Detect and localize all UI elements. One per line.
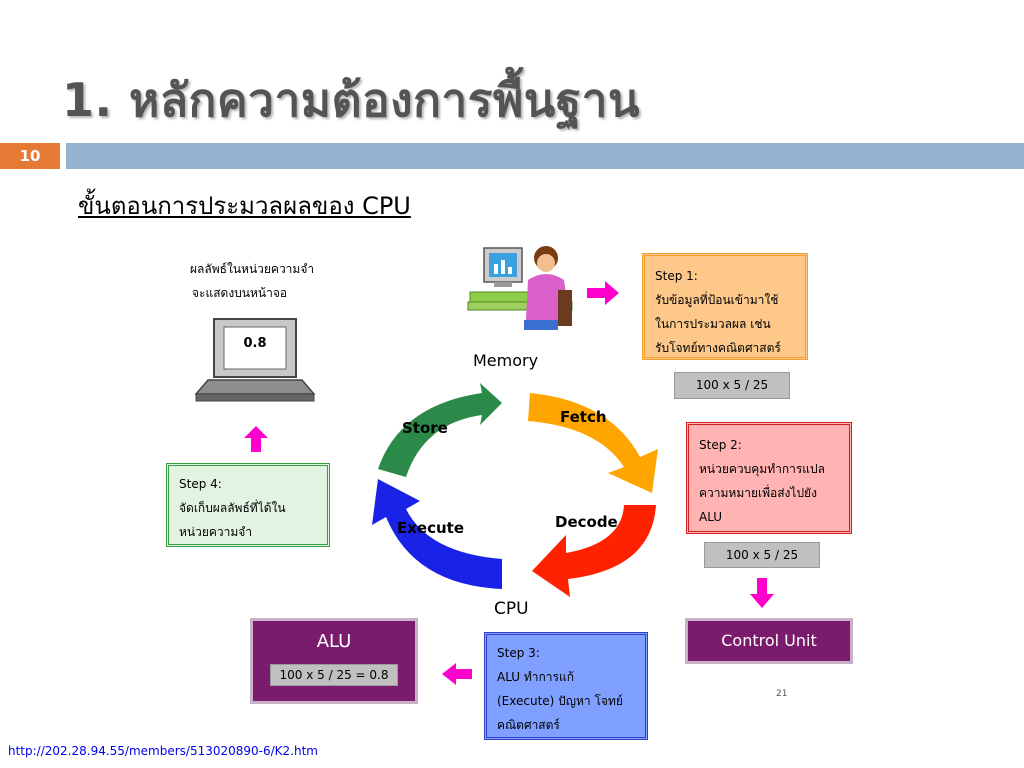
right-arrow-icon bbox=[587, 281, 619, 305]
page-mark: 21 bbox=[776, 689, 788, 699]
person-at-computer-icon bbox=[467, 246, 573, 330]
cycle-diagram bbox=[372, 383, 658, 597]
execute-label: Execute bbox=[397, 519, 465, 537]
display-note-line-2: จะแสดงบนหน้าจอ bbox=[192, 286, 288, 300]
down-arrow-icon bbox=[750, 578, 774, 608]
slide-number-box bbox=[0, 143, 60, 169]
execute-arrow bbox=[372, 479, 502, 589]
monitor-value: 0.8 bbox=[243, 336, 267, 351]
step4-line-2: หน่วยความจำ bbox=[179, 525, 253, 539]
slide-subtitle: ขั้นตอนการประมวลผลของ CPU bbox=[78, 192, 411, 220]
source-link[interactable]: http://202.28.94.55/members/513020890-6/… bbox=[8, 744, 318, 758]
step1-heading: Step 1: bbox=[655, 269, 698, 283]
step2-heading: Step 2: bbox=[699, 438, 742, 452]
step4-heading: Step 4: bbox=[179, 477, 222, 491]
alu-box: ALU 100 x 5 / 25 = 0.8 bbox=[250, 618, 418, 704]
left-arrow-icon bbox=[442, 663, 472, 685]
step2-box: Step 2: หน่วยควบคุมทำการแปล ความหมายเพื่… bbox=[686, 422, 852, 534]
fetch-label: Fetch bbox=[560, 408, 607, 426]
laptop-icon bbox=[194, 318, 316, 402]
memory-label: Memory bbox=[473, 351, 539, 370]
step1-line-2: ในการประมวลผล เช่น bbox=[655, 317, 771, 331]
step3-box: Step 3: ALU ทำการแก้ (Execute) ปัญหา โจท… bbox=[484, 632, 648, 740]
step4-box: Step 4: จัดเก็บผลลัพธ์ที่ได้ใน หน่วยความ… bbox=[166, 463, 330, 547]
step2-line-1: หน่วยควบคุมทำการแปล bbox=[699, 462, 826, 476]
step3-line-1: ALU ทำการแก้ bbox=[497, 670, 574, 684]
up-arrow-icon bbox=[244, 426, 268, 452]
step2-value: 100 x 5 / 25 bbox=[704, 542, 820, 568]
header-bar bbox=[66, 143, 1024, 169]
slide-title: 1. หลักความต้องการพื้นฐาน bbox=[62, 73, 640, 127]
decode-arrow bbox=[532, 505, 656, 597]
step3-heading: Step 3: bbox=[497, 646, 540, 660]
decode-label: Decode bbox=[555, 513, 618, 531]
store-label: Store bbox=[402, 419, 448, 437]
step2-line-2: ความหมายเพื่อส่งไปยัง bbox=[699, 486, 817, 500]
step3-line-2: (Execute) ปัญหา โจทย์ bbox=[497, 694, 623, 708]
cpu-label: CPU bbox=[494, 599, 529, 619]
step1-line-1: รับข้อมูลที่ป้อนเข้ามาใช้ bbox=[655, 293, 779, 307]
step1-value: 100 x 5 / 25 bbox=[674, 372, 790, 399]
alu-label: ALU bbox=[316, 631, 352, 652]
step3-line-3: คณิตศาสตร์ bbox=[497, 718, 560, 732]
display-note-line-1: ผลลัพธ์ในหน่วยความจำ bbox=[190, 262, 315, 276]
control-unit-box: Control Unit bbox=[685, 618, 853, 664]
step2-line-3: ALU bbox=[699, 510, 723, 524]
fetch-arrow bbox=[528, 393, 658, 493]
store-arrow bbox=[378, 383, 502, 477]
step4-line-1: จัดเก็บผลลัพธ์ที่ได้ใน bbox=[179, 501, 286, 515]
diagram-panel: ผลลัพธ์ในหน่วยความจำ จะแสดงบนหน้าจอ 0.8 … bbox=[160, 238, 860, 741]
slide-number: 10 bbox=[19, 147, 41, 165]
alu-value: 100 x 5 / 25 = 0.8 bbox=[270, 664, 398, 686]
step1-box: Step 1: รับข้อมูลที่ป้อนเข้ามาใช้ ในการป… bbox=[642, 253, 808, 360]
step1-line-3: รับโจทย์ทางคณิตศาสตร์ bbox=[655, 341, 781, 355]
